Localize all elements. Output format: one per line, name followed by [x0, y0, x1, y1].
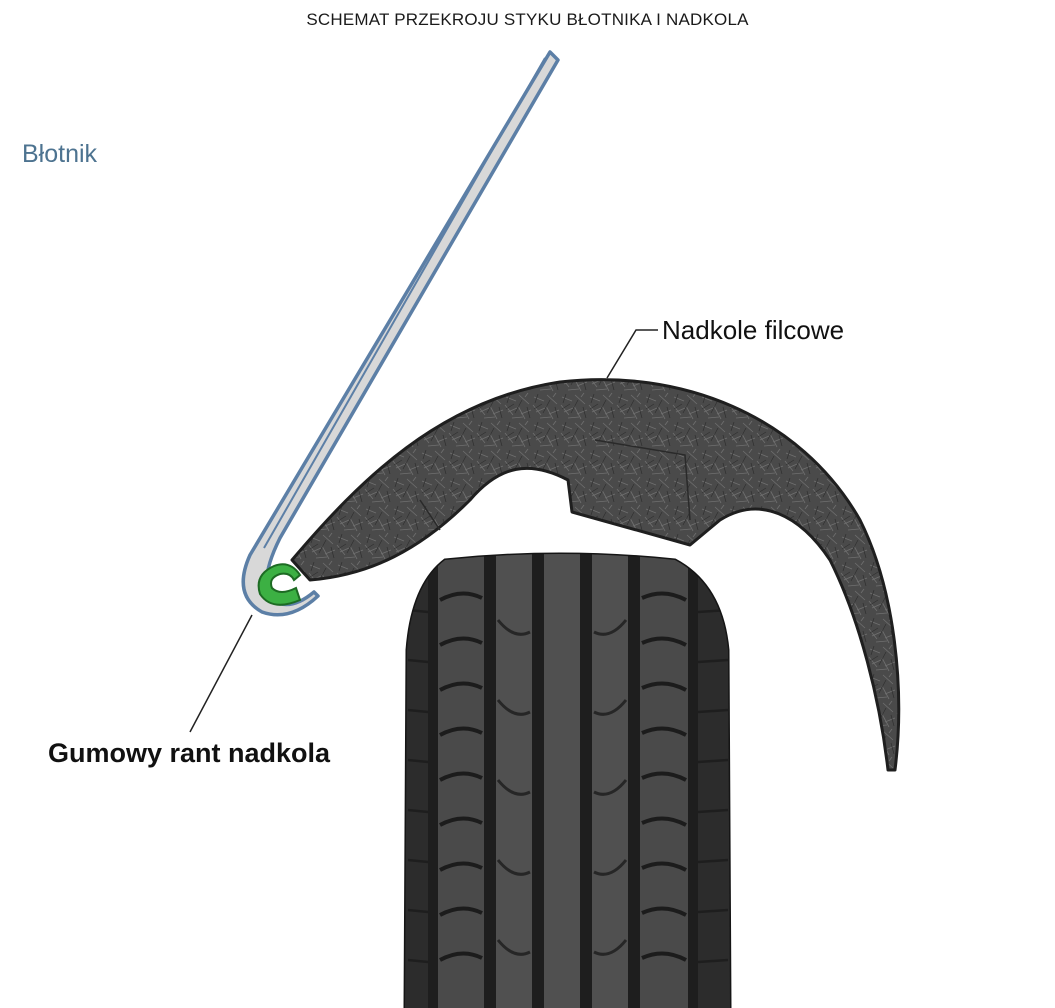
label-felt-liner: Nadkole filcowe: [662, 315, 845, 345]
leader-lines: [189, 329, 658, 733]
label-fender: Błotnik: [22, 140, 98, 168]
felt-wheel-arch-liner: [290, 378, 901, 772]
leader-felt-liner: [606, 329, 658, 379]
tire: [403, 552, 732, 1008]
rubber-rim: [257, 563, 302, 606]
label-rubber-rim: Gumowy rant nadkola: [48, 738, 331, 768]
diagram-title: SCHEMAT PRZEKROJU STYKU BŁOTNIKA I NADKO…: [306, 10, 749, 29]
leader-rubber-rim: [189, 614, 253, 733]
